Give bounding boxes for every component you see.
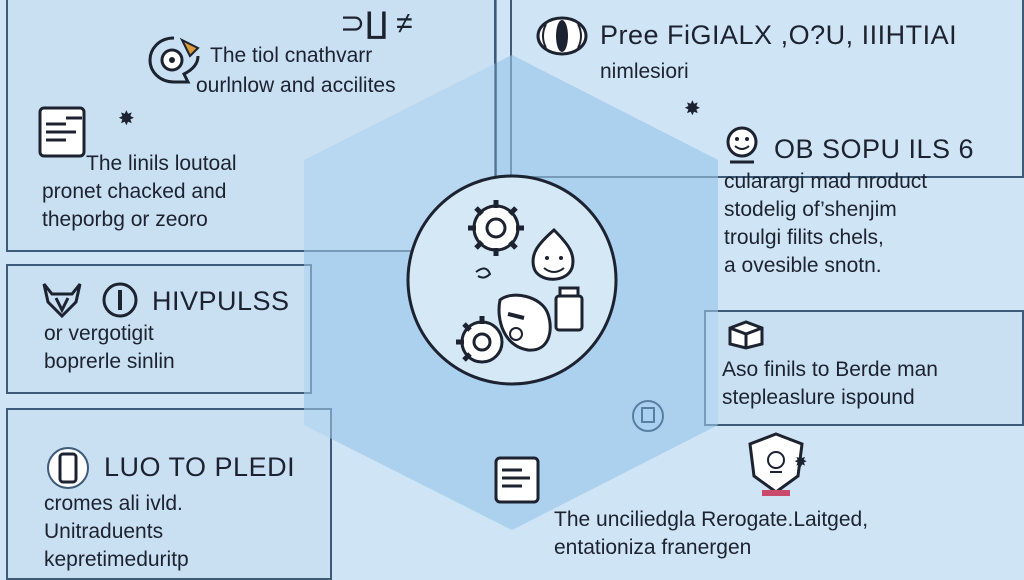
bottom-left-line3: kepretimeduritp: [44, 548, 189, 571]
bottom-left-heading: LUO TO PLEDI: [104, 452, 296, 482]
top-right-line2: stodelig of’shenjim: [724, 198, 897, 221]
top-left-line1: The tiol cnathvarr: [210, 44, 373, 67]
top-right-line4: a ovesible snotn.: [724, 254, 882, 277]
top-right-line3: troulgi filits chels,: [724, 226, 884, 249]
top-right-subtitle: nimlesiori: [600, 60, 689, 83]
small-badge-icon: [630, 398, 666, 434]
seed-pod-icon: [534, 14, 590, 58]
mid-right-line2: stepleaslure ispound: [722, 386, 915, 409]
face-badge-icon: [724, 124, 764, 168]
sparkle-icon: ✸: [118, 108, 135, 130]
top-left-symbol: ⊃∐ ≠: [340, 7, 413, 40]
phone-icon: [46, 446, 90, 490]
top-left-line2: ourlnlow and accilites: [196, 74, 396, 97]
top-right-line1: cularargi mad nroduct: [724, 170, 928, 193]
top-left-lower-line3: theporbg or zeoro: [42, 208, 208, 231]
bottom-right-line2: entationiza franergen: [554, 536, 752, 559]
panel-bottom-left: [6, 408, 332, 580]
document-icon-bottom: [492, 454, 544, 506]
shield-icon: [744, 430, 808, 500]
bottom-right-line1: The unciliedgla Rerogate.Laitged,: [554, 508, 869, 531]
info-circle-icon: [100, 280, 140, 320]
mid-left-line1: or vergotigit: [44, 322, 154, 345]
chat-eye-icon: [146, 34, 202, 86]
box-icon: [726, 320, 766, 350]
bottom-left-line2: Unitraduents: [44, 520, 164, 543]
top-right-title: Pree FiGIALX ,O?U, IIIHTIAI: [600, 20, 958, 50]
mid-right-line1: Aso finils to Berde man: [722, 358, 938, 381]
document-icon: [36, 104, 92, 160]
mid-left-line2: boprerle sinlin: [44, 350, 175, 373]
top-right-heading: OB SOPU ILS 6: [774, 134, 975, 164]
sparkle-icon-right: ✸: [684, 98, 701, 120]
sparkle-icon-bottom: ✸: [794, 454, 808, 471]
mid-left-heading: HIVPULSS: [152, 286, 290, 316]
bottom-left-line1: cromes ali ivld.: [44, 492, 183, 515]
top-left-lower-line2: pronet chacked and: [42, 180, 227, 203]
gears-and-faces-icon: [406, 174, 618, 386]
top-left-lower-line1: The linils loutoal: [86, 152, 237, 175]
cat-face-icon: [40, 280, 84, 320]
